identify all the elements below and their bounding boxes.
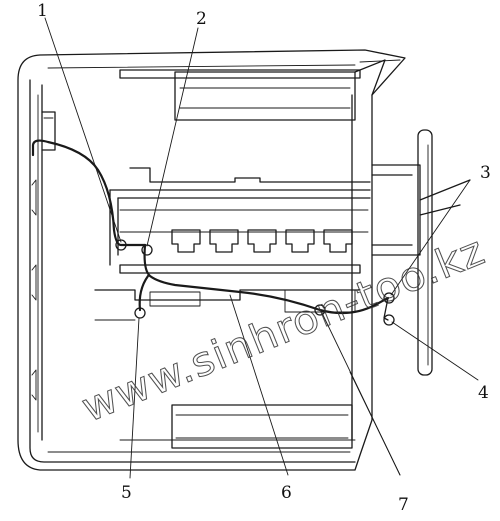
callout-7: 7	[398, 495, 409, 515]
connector-7	[314, 304, 326, 316]
connector-2	[141, 244, 153, 256]
callout-1: 1	[37, 1, 48, 21]
connector-5	[134, 307, 146, 319]
wiring-harness	[31, 139, 390, 321]
callout-4: 4	[478, 383, 489, 403]
bottom-seat	[119, 404, 356, 449]
connector-3	[383, 292, 395, 304]
top-seat	[119, 59, 401, 121]
connector-1	[115, 239, 127, 251]
callout-labels: 1 2 3 4 5 6 7	[37, 1, 491, 515]
leader-lines	[44, 17, 479, 479]
callout-6: 6	[281, 483, 292, 503]
vehicle-body-outline	[17, 49, 406, 471]
steering-assembly	[371, 129, 471, 376]
callout-3: 3	[480, 163, 491, 183]
callout-2: 2	[196, 9, 207, 29]
callout-5: 5	[121, 483, 132, 503]
connector-4	[383, 314, 395, 326]
